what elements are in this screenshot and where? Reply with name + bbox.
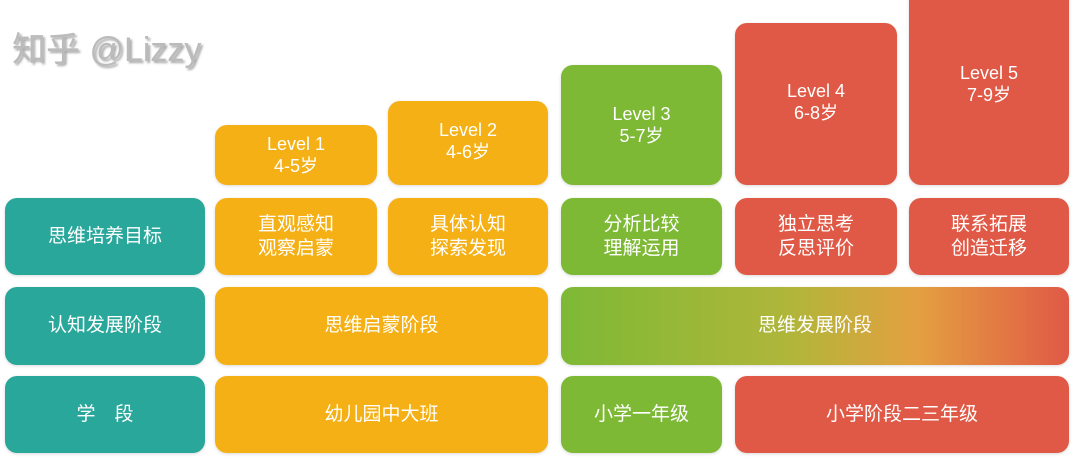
goal-cell-5: 联系拓展 创造迁移 [909,198,1069,275]
goal-line: 反思评价 [777,237,854,259]
stage-text: 思维启蒙阶段 [324,315,439,336]
level-3-box: Level 3 5-7岁 [561,65,722,185]
goal-line: 联系拓展 [950,213,1027,235]
goal-cell-3: 分析比较 理解运用 [561,198,722,275]
level-name: Level 5 [959,63,1019,83]
level-age: 6-8岁 [793,103,838,123]
school-text: 小学一年级 [593,403,689,425]
row-label-text: 思维培养目标 [47,225,162,247]
level-name: Level 3 [612,104,671,124]
level-age: 7-9岁 [966,85,1011,105]
goal-line: 创造迁移 [950,237,1027,259]
goal-cell-1: 直观感知 观察启蒙 [215,198,377,275]
goal-line: 独立思考 [777,213,854,235]
watermark: 知乎 @Lizzy [12,31,202,69]
school-text: 幼儿园中大班 [324,403,439,425]
level-4-box: Level 4 6-8岁 [735,23,897,185]
row-label-school: 学 段 [5,376,205,453]
level-1-box: Level 1 4-5岁 [215,125,377,185]
school-cell-grade1: 小学一年级 [561,376,722,453]
level-age: 4-5岁 [273,156,318,176]
goal-line: 探索发现 [429,237,506,259]
goal-line: 具体认知 [429,213,506,235]
row-label-goals: 思维培养目标 [5,198,205,275]
goal-line: 理解运用 [603,237,680,259]
row-label-text: 认知发展阶段 [47,315,162,336]
goal-line: 观察启蒙 [257,237,334,259]
level-2-box: Level 2 4-6岁 [388,101,548,185]
row-label-stage: 认知发展阶段 [5,287,205,365]
row-label-text: 学 段 [76,403,134,425]
level-age: 4-6岁 [445,142,490,162]
goal-cell-2: 具体认知 探索发现 [388,198,548,275]
level-name: Level 2 [438,120,498,140]
level-age: 5-7岁 [619,126,664,146]
school-cell-grade2-3: 小学阶段二三年级 [735,376,1069,453]
goal-line: 直观感知 [257,213,334,235]
level-5-box: Level 5 7-9岁 [909,0,1069,185]
school-text: 小学阶段二三年级 [825,403,978,425]
stage-text: 思维发展阶段 [757,315,872,336]
stage-cell-development: 思维发展阶段 [561,287,1069,365]
level-name: Level 1 [266,134,326,154]
level-name: Level 4 [786,81,846,101]
goal-cell-4: 独立思考 反思评价 [735,198,897,275]
goal-line: 分析比较 [603,213,680,235]
school-cell-kindergarten: 幼儿园中大班 [215,376,548,453]
stage-cell-enlightenment: 思维启蒙阶段 [215,287,548,365]
